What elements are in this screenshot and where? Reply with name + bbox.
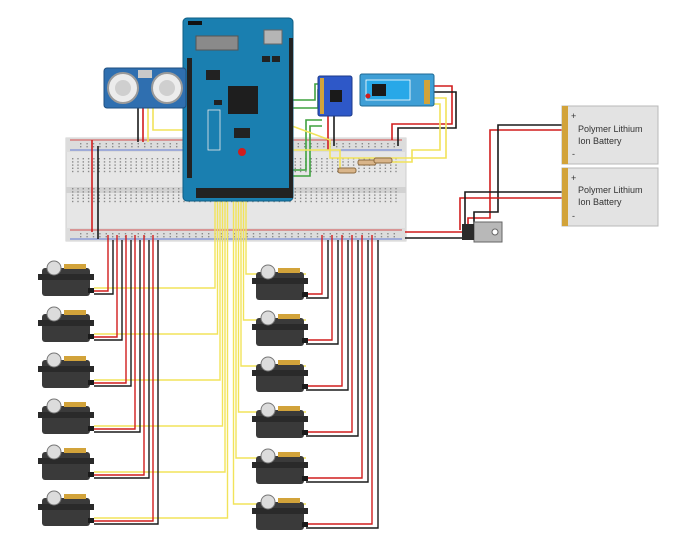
battery-2-minus: - [572, 211, 575, 221]
servo-group [38, 260, 308, 530]
voltage-regulator [462, 221, 503, 243]
battery-2-label-line2: Ion Battery [578, 197, 622, 207]
servo-left-5 [38, 444, 94, 480]
servo-left-6 [38, 490, 94, 526]
battery-1-plus: + [571, 111, 576, 121]
arduino-mega-board [182, 17, 294, 202]
servo-left-3 [38, 352, 94, 388]
servo-wires [94, 200, 379, 529]
battery-2-plus: + [571, 173, 576, 183]
servo-left-2 [38, 306, 94, 342]
servo-right-6 [252, 494, 308, 530]
battery-1-minus: - [572, 149, 575, 159]
servo-right-1 [252, 264, 308, 300]
battery-2: + - Polymer Lithium Ion Battery [561, 167, 659, 227]
servo-right-2 [252, 310, 308, 346]
servo-right-3 [252, 356, 308, 392]
main-wires [91, 83, 563, 239]
battery-1: + - Polymer Lithium Ion Battery [561, 105, 659, 165]
servo-left-1 [38, 260, 94, 296]
battery-1-label-line1: Polymer Lithium [578, 124, 643, 134]
battery-2-label-line1: Polymer Lithium [578, 185, 643, 195]
servo-right-4 [252, 402, 308, 438]
servo-right-5 [252, 448, 308, 484]
mpu-module [317, 75, 353, 117]
battery-1-label-line2: Ion Battery [578, 136, 622, 146]
resistors [337, 157, 393, 174]
ultrasonic-sensor [103, 67, 187, 109]
servo-left-4 [38, 398, 94, 434]
bluetooth-module [359, 73, 435, 107]
